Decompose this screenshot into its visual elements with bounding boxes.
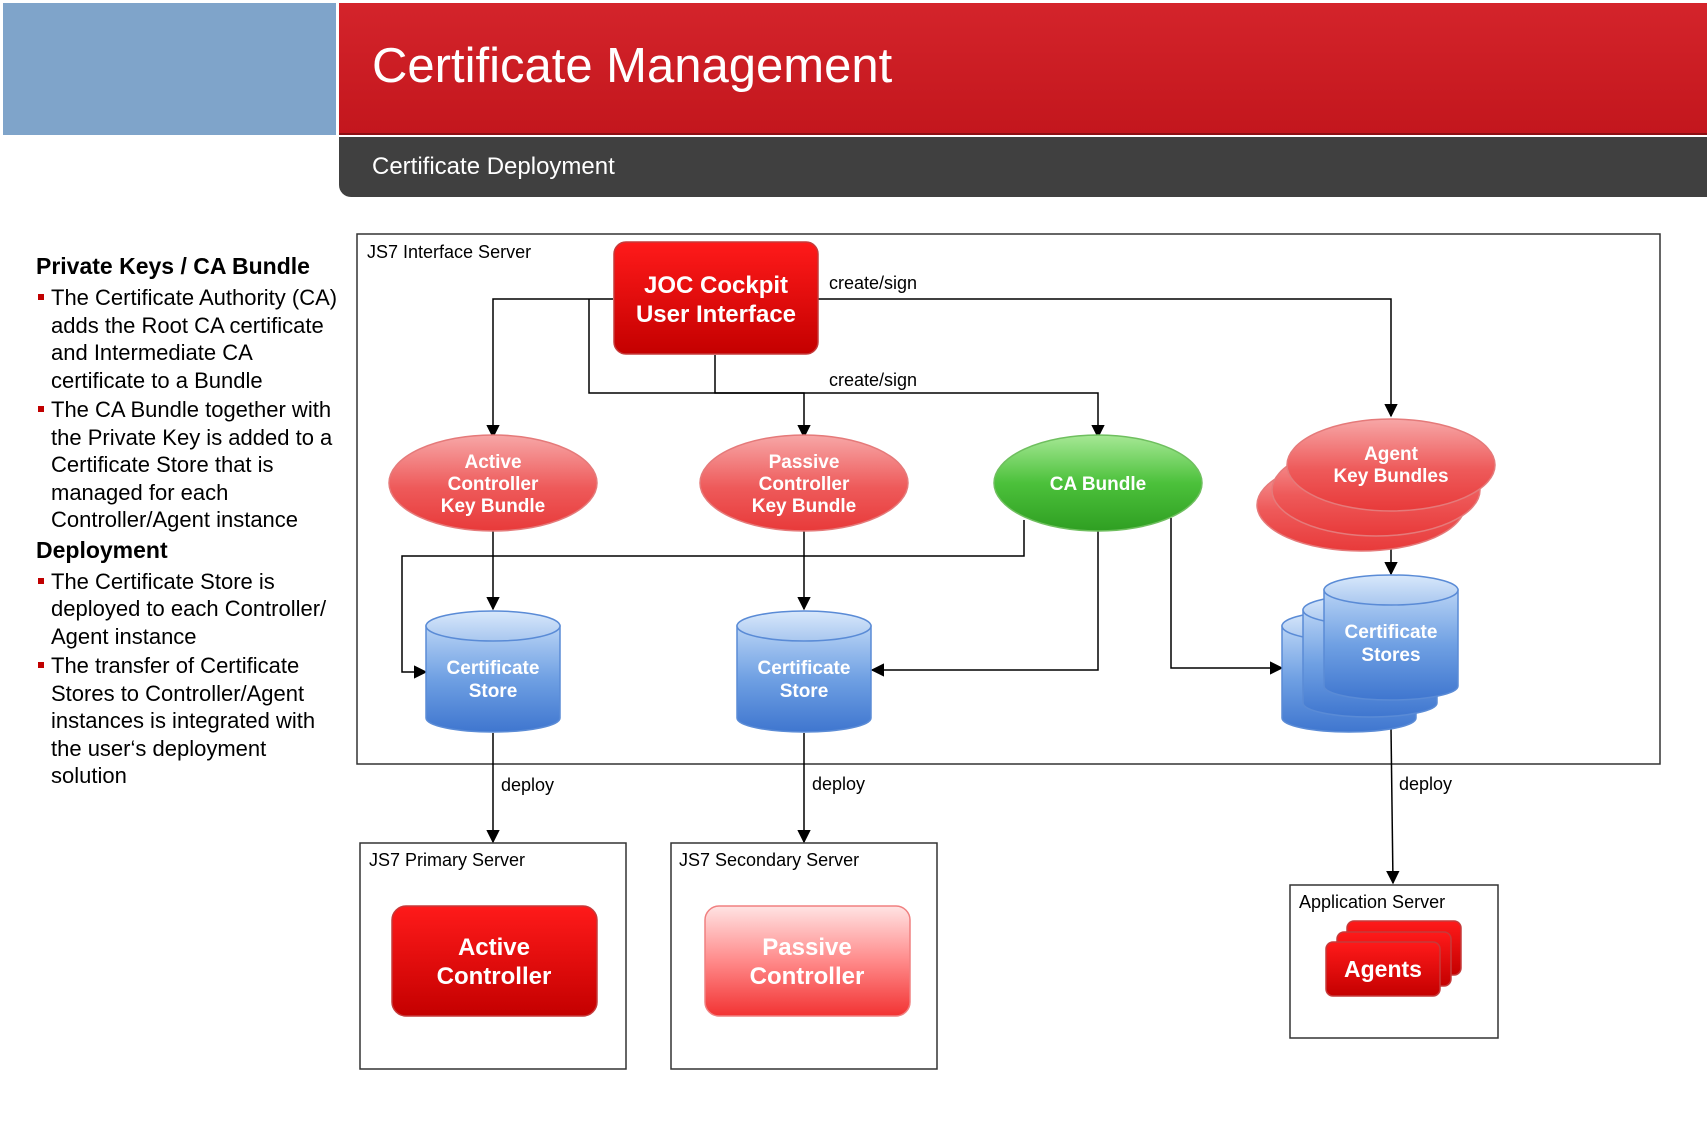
arrow-joc-to-agent-bundles bbox=[818, 298, 1398, 418]
passive-bundle-line3: Key Bundle bbox=[752, 496, 857, 517]
joc-label-line2: User Interface bbox=[636, 301, 796, 328]
passive-controller-line1: Passive bbox=[762, 934, 851, 961]
joc-label-line1: JOC Cockpit bbox=[644, 272, 788, 299]
deploy-label-secondary: deploy bbox=[812, 774, 865, 794]
interface-server-label: JS7 Interface Server bbox=[367, 242, 531, 262]
arrow-ca-to-agent-stores bbox=[1170, 518, 1284, 675]
passive-controller-line2: Controller bbox=[750, 963, 865, 990]
arrow-ca-to-active-store bbox=[401, 520, 1025, 679]
description-panel: Private Keys / CA Bundle The Certificate… bbox=[36, 250, 346, 790]
arrow-joc-to-ca-bundle bbox=[588, 299, 1105, 439]
deploy-label-application: deploy bbox=[1399, 774, 1452, 794]
create-sign-label-top: create/sign bbox=[829, 273, 917, 293]
bullet-item: The Certificate Store is deployed to eac… bbox=[36, 568, 346, 651]
section-heading-private-keys: Private Keys / CA Bundle bbox=[36, 253, 310, 279]
store-active-line1: Certificate bbox=[447, 658, 540, 679]
active-controller-node bbox=[391, 905, 598, 1017]
ca-bundle-node bbox=[993, 434, 1203, 532]
bullet-list-private-keys: The Certificate Authority (CA) adds the … bbox=[36, 284, 346, 534]
stores-agents-line2: Stores bbox=[1361, 645, 1420, 666]
passive-bundle-line2: Controller bbox=[759, 474, 850, 495]
arrow-ca-to-passive-store bbox=[870, 530, 1099, 677]
active-controller-line2: Controller bbox=[437, 963, 552, 990]
ca-bundle-label: CA Bundle bbox=[1050, 474, 1146, 495]
header-accent-block bbox=[3, 3, 336, 135]
primary-server-label: JS7 Primary Server bbox=[369, 850, 525, 870]
bullet-list-deployment: The Certificate Store is deployed to eac… bbox=[36, 568, 346, 790]
certificate-stores-agents bbox=[1281, 574, 1459, 733]
active-bundle-line3: Key Bundle bbox=[441, 496, 546, 517]
agent-key-bundles-node bbox=[1256, 418, 1496, 552]
store-active-line2: Store bbox=[469, 681, 518, 702]
agents-label: Agents bbox=[1344, 956, 1422, 982]
bullet-item: The CA Bundle together with the Private … bbox=[36, 396, 346, 534]
certificate-store-active bbox=[425, 610, 561, 733]
store-passive-line2: Store bbox=[780, 681, 829, 702]
active-key-bundle-node bbox=[388, 434, 598, 532]
agent-bundles-line2: Key Bundles bbox=[1333, 466, 1448, 487]
joc-cockpit-node bbox=[613, 241, 819, 355]
passive-key-bundle-node bbox=[699, 434, 909, 532]
bullet-item: The transfer of Certificate Stores to Co… bbox=[36, 652, 346, 790]
active-controller-line1: Active bbox=[458, 934, 530, 961]
store-passive-line1: Certificate bbox=[758, 658, 851, 679]
arrow-deploy-application bbox=[1386, 727, 1400, 885]
deploy-label-primary: deploy bbox=[501, 775, 554, 795]
certificate-store-passive bbox=[736, 610, 872, 733]
bullet-item: The Certificate Authority (CA) adds the … bbox=[36, 284, 346, 394]
header-title-bar bbox=[339, 3, 1707, 135]
subtitle-bar bbox=[339, 137, 1707, 197]
create-sign-label-middle: create/sign bbox=[829, 370, 917, 390]
connector-lines bbox=[401, 298, 1400, 885]
passive-bundle-line1: Passive bbox=[769, 452, 840, 473]
section-heading-deployment: Deployment bbox=[36, 536, 168, 563]
page-title: Certificate Management bbox=[372, 39, 893, 93]
application-server-label: Application Server bbox=[1299, 892, 1445, 912]
arrow-joc-to-active-bundle bbox=[486, 298, 613, 439]
active-bundle-line2: Controller bbox=[448, 474, 539, 495]
active-bundle-line1: Active bbox=[464, 452, 521, 473]
passive-controller-node bbox=[704, 905, 911, 1017]
page-subtitle: Certificate Deployment bbox=[372, 153, 615, 180]
agent-bundles-line1: Agent bbox=[1364, 444, 1419, 465]
agents-node bbox=[1325, 920, 1462, 997]
stores-agents-line1: Certificate bbox=[1345, 622, 1438, 643]
secondary-server-label: JS7 Secondary Server bbox=[679, 850, 859, 870]
